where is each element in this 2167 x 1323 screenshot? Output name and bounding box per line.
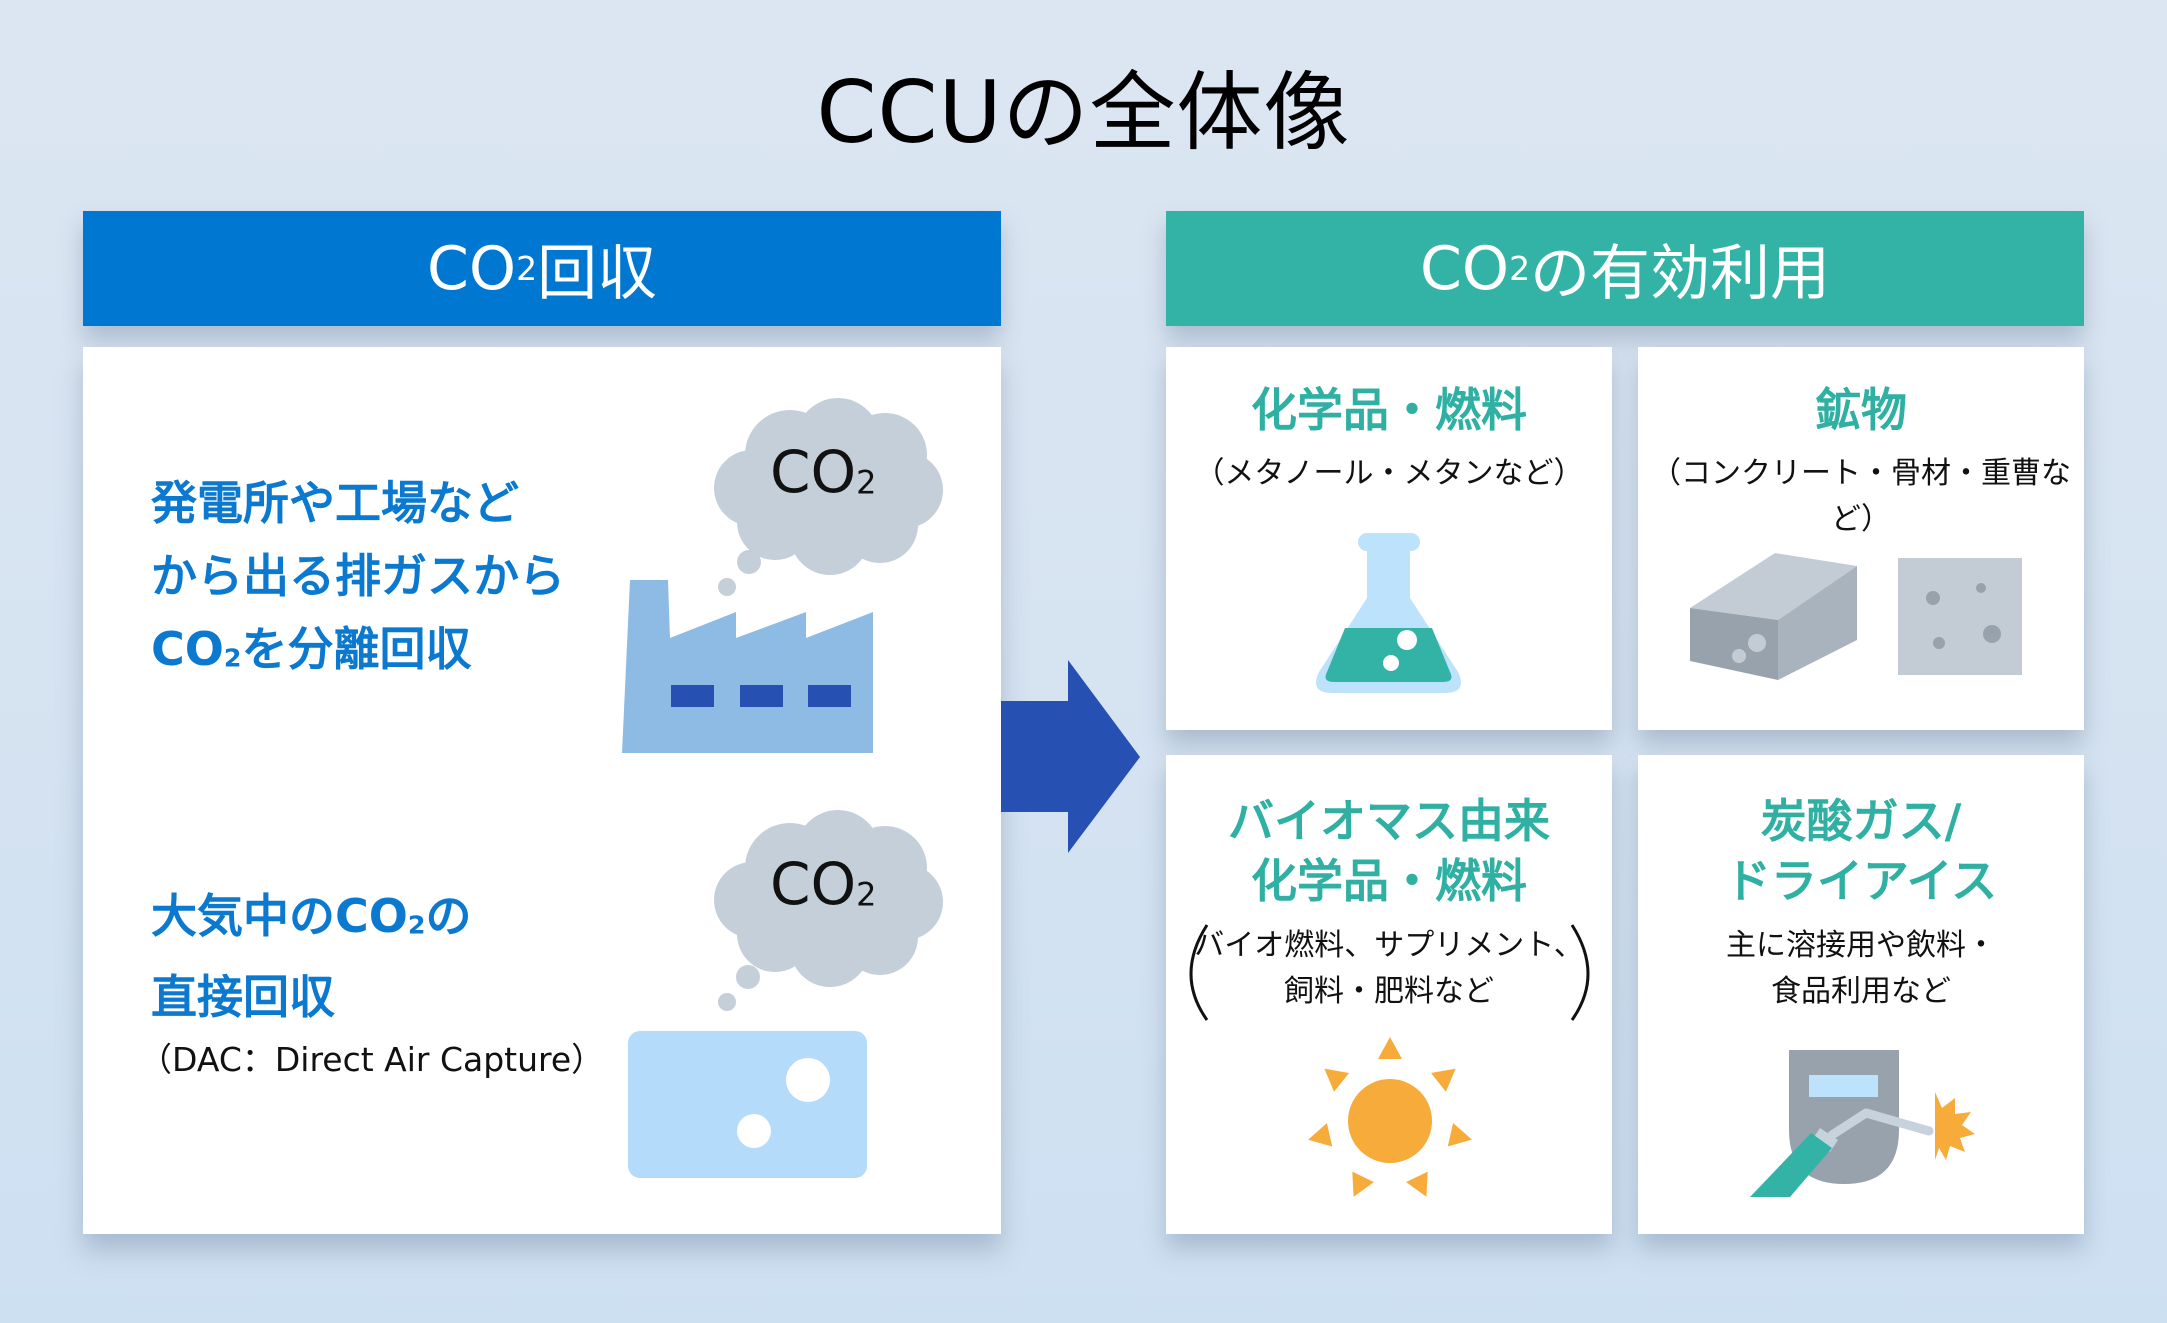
co2-cloud-2 [714, 810, 943, 1011]
flue-gas-line-3-sub: 2 [223, 643, 242, 673]
cloud-1-sub: 2 [856, 463, 877, 502]
capture-header-prefix: CO [426, 233, 517, 304]
card-detail: （メタノール・メタンなど） [1194, 456, 1584, 491]
cloud-2-label: CO2 [770, 850, 876, 918]
page-title: CCUの全体像 [816, 63, 1351, 163]
card-title-line-1: 炭酸ガス/ [1760, 794, 1962, 848]
card-detail-line-2: 食品利用など [1771, 974, 1951, 1009]
utilization-header-sub: 2 [1509, 249, 1531, 288]
dac-line-1-sub: 2 [407, 910, 426, 940]
capture-header-suffix: 回収 [537, 239, 658, 309]
cloud-2-sub: 2 [856, 875, 877, 914]
flue-gas-line-1: 発電所や工場など [151, 476, 519, 530]
cloud-1-prefix: CO [770, 438, 857, 506]
dac-device-icon [628, 1031, 867, 1178]
card-detail-line-2: 飼料・肥料など [1284, 974, 1494, 1009]
factory-window [671, 685, 714, 707]
dac-line-1: 大気中のCO2の [151, 880, 471, 961]
flue-gas-line-3-suffix: を分離回収 [241, 622, 472, 676]
card-detail-line-1: バイオ燃料、サプリメント、 [1194, 928, 1584, 963]
cloud-2-prefix: CO [770, 850, 857, 918]
flue-gas-line-3: CO2を分離回収 [151, 613, 565, 694]
card-title: 化学品・燃料 [1251, 383, 1527, 437]
dac-line-1-suffix: の [425, 889, 472, 943]
capture-item-dac: 大気中のCO2の 直接回収 [151, 880, 471, 1034]
factory-building [622, 580, 873, 753]
card-title: 鉱物 [1815, 383, 1907, 437]
card-detail: （コンクリート・骨材・重曹など） [1651, 456, 2071, 537]
flue-gas-line-3-prefix: CO [151, 622, 224, 676]
capture-header-sub: 2 [516, 249, 538, 288]
dac-line-2: 直接回収 [151, 970, 335, 1025]
flue-gas-line-2: から出る排ガスから [151, 549, 565, 603]
dac-line-1-prefix: 大気中のCO [151, 889, 408, 943]
card-title-line-1: バイオマス由来 [1228, 794, 1550, 848]
dac-note: （DAC：Direct Air Capture） [139, 1040, 605, 1079]
card-title-line-2: ドライアイス [1724, 854, 1998, 908]
card-detail-line-1: 主に溶接用や飲料・ [1726, 928, 1996, 963]
factory-window [808, 685, 851, 707]
factory-window [740, 685, 783, 707]
co2-cloud-1 [714, 398, 943, 596]
utilization-header-suffix: の有効利用 [1530, 239, 1831, 309]
capture-item-flue-gas: 発電所や工場など から出る排ガスから CO2を分離回収 [151, 467, 565, 694]
card-title-line-2: 化学品・燃料 [1251, 854, 1527, 908]
right-arrow-icon [1001, 660, 1140, 853]
utilization-header-prefix: CO [1419, 233, 1510, 304]
cloud-1-label: CO2 [770, 438, 876, 506]
